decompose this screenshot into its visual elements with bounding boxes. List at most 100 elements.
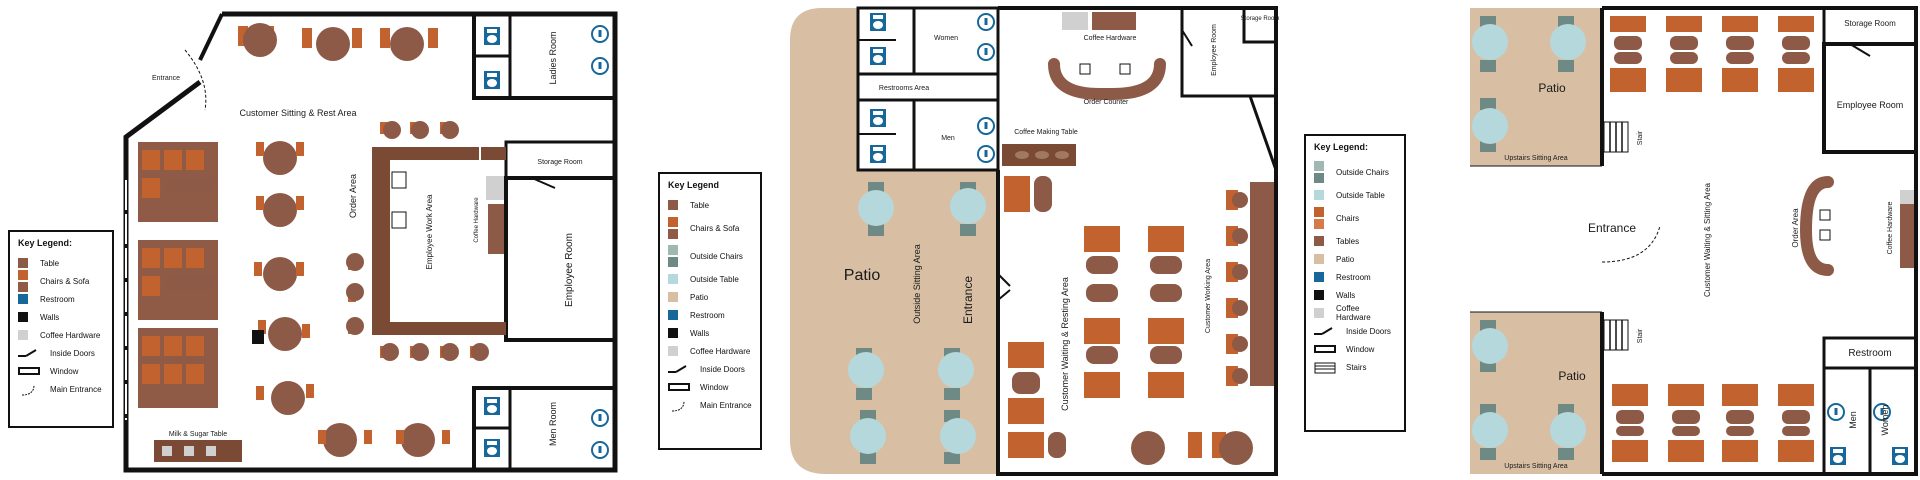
legend-title: Key Legend: bbox=[1314, 142, 1369, 152]
outside-chairs-swatch bbox=[1314, 161, 1324, 183]
coffee-hardware-block bbox=[486, 176, 504, 200]
legend-label: Inside Doors bbox=[1346, 326, 1391, 336]
plan1-entrance-label: Entrance bbox=[152, 75, 180, 82]
plan1-men-room-label: Men Room bbox=[548, 402, 558, 446]
toilet-icon bbox=[870, 145, 886, 163]
toilet-icon bbox=[484, 397, 500, 415]
window-icon bbox=[668, 382, 690, 392]
toilet-icon bbox=[870, 47, 886, 65]
sink-icon bbox=[591, 409, 609, 427]
legend-label: Tables bbox=[1336, 236, 1360, 246]
stairs-icon bbox=[1314, 362, 1336, 374]
legend-item: Outside Table bbox=[1314, 186, 1396, 204]
plan1-sofas bbox=[138, 142, 218, 408]
legend-item: Inside Doors bbox=[1314, 322, 1396, 340]
plan2-coffee-hardware bbox=[1092, 12, 1136, 30]
legend-label: Walls bbox=[1336, 290, 1356, 300]
plan1-order-area-label: Order Area bbox=[348, 174, 358, 218]
legend-label: Outside Chairs bbox=[1336, 167, 1389, 177]
legend-item: Coffee Hardware bbox=[1314, 304, 1396, 322]
patio-swatch bbox=[1314, 254, 1324, 264]
restroom-swatch bbox=[1314, 272, 1324, 282]
legend-label: Chairs & Sofa bbox=[40, 276, 90, 286]
plan2-inside-door bbox=[1181, 29, 1193, 47]
legend-label: Coffee Hardware bbox=[40, 330, 101, 340]
plan1-entrance-arc bbox=[184, 49, 207, 111]
legend-item: Walls bbox=[1314, 286, 1396, 304]
plan2-employee-room-wall bbox=[1180, 6, 1278, 98]
legend-item: Restroom bbox=[18, 290, 104, 308]
legend-label: Window bbox=[700, 382, 729, 392]
toilet-icon bbox=[484, 439, 500, 457]
legend-item: Stairs bbox=[1314, 358, 1396, 376]
plan2-storage-room-wall bbox=[1242, 6, 1278, 44]
plan2-coffee-hardware bbox=[1062, 12, 1088, 30]
toilet-icon bbox=[870, 13, 886, 31]
legend-item: Tables bbox=[1314, 232, 1396, 250]
tables-swatch bbox=[1314, 236, 1324, 246]
plan3-outside-seating bbox=[1472, 16, 1586, 460]
plan1-employee-room-wall bbox=[504, 176, 617, 342]
toilet-icon bbox=[1892, 447, 1908, 465]
plan-1: Entrance Customer Sitting & Rest Area Or… bbox=[123, 11, 618, 473]
plan1-milk-table-label: Milk & Sugar Table bbox=[169, 431, 227, 438]
walls-swatch bbox=[1314, 290, 1324, 300]
inside-door-icon bbox=[1314, 326, 1336, 336]
legend-item: Window bbox=[1314, 340, 1396, 358]
plan2-order-counter bbox=[1048, 58, 1166, 100]
legend-item: Walls bbox=[668, 324, 752, 342]
plan2-outside-sitting-label: Outside Sitting Area bbox=[912, 244, 922, 324]
plan2-patio-label: Patio bbox=[844, 267, 881, 284]
legend-label: Window bbox=[1346, 344, 1375, 354]
plan3-stairs bbox=[1603, 121, 1629, 351]
legend-label: Patio bbox=[690, 292, 709, 302]
plan3-patio-bottom-label: Patio bbox=[1558, 369, 1586, 383]
legend-item: Inside Doors bbox=[668, 360, 752, 378]
plan3-entrance-label: Entrance bbox=[1588, 221, 1636, 235]
legend-item: Patio bbox=[668, 288, 752, 306]
coffee-machine-icon bbox=[391, 171, 407, 189]
legend-label: Coffee Hardware bbox=[1336, 304, 1371, 322]
sink-icon bbox=[1827, 403, 1845, 421]
plan1-employee-room-label: Employee Room bbox=[564, 233, 575, 307]
legend-label: Chairs & Sofa bbox=[690, 223, 740, 233]
legend-label: Walls bbox=[690, 328, 710, 338]
plan2-outside-tables bbox=[848, 182, 986, 464]
sink-icon bbox=[977, 145, 995, 163]
patio-swatch bbox=[668, 292, 678, 302]
legend-title: Key Legend: bbox=[18, 238, 73, 248]
plan2-diagonal-wall bbox=[1248, 95, 1278, 171]
main-entrance-icon bbox=[668, 400, 690, 412]
plan3-legend: Key Legend: Outside Chairs Outside Table… bbox=[1304, 134, 1406, 432]
plan3-upstairs-bottom-label: Upstairs Sitting Area bbox=[1504, 463, 1568, 470]
plan2-coffee-making-label: Coffee Making Table bbox=[1014, 129, 1078, 136]
plan2-entrance-label: Entrance bbox=[961, 276, 975, 324]
plan3-coffee-hardware bbox=[1900, 196, 1914, 268]
legend-item: Outside Table bbox=[668, 270, 752, 288]
plan1-inside-door bbox=[531, 177, 556, 189]
plan3-women-room-wall bbox=[1868, 366, 1918, 476]
plan3-entrance-arc bbox=[1601, 225, 1661, 263]
plan3-stair-top-label: Stair bbox=[1637, 130, 1644, 145]
plan2-waiting-area-label: Customer Waiting & Resting Area bbox=[1060, 277, 1070, 411]
plan2-indoor-seating bbox=[1004, 176, 1274, 465]
toilet-icon bbox=[870, 109, 886, 127]
sink-icon bbox=[977, 13, 995, 31]
legend-label: Main Entrance bbox=[700, 400, 752, 410]
legend-label: Restroom bbox=[1336, 272, 1371, 282]
plan2-employee-room-label: Employee Room bbox=[1211, 24, 1218, 76]
plan2-entrance-door bbox=[997, 289, 1011, 301]
legend-item: Chairs bbox=[1314, 204, 1396, 232]
plan2-restroom-block bbox=[856, 6, 1000, 172]
plan1-stools bbox=[346, 121, 489, 361]
legend-label: Walls bbox=[40, 312, 60, 322]
legend-item: Outside Chairs bbox=[668, 242, 752, 270]
legend-label: Stairs bbox=[1346, 362, 1367, 372]
plan2-restrooms-area-label: Restrooms Area bbox=[879, 85, 929, 92]
plan3-coffee-hardware bbox=[1900, 190, 1914, 204]
plan2-entrance-door bbox=[997, 273, 1011, 287]
sink-icon bbox=[591, 441, 609, 459]
plan1-storage-room-label: Storage Room bbox=[537, 159, 582, 166]
inside-door-icon bbox=[668, 364, 690, 374]
